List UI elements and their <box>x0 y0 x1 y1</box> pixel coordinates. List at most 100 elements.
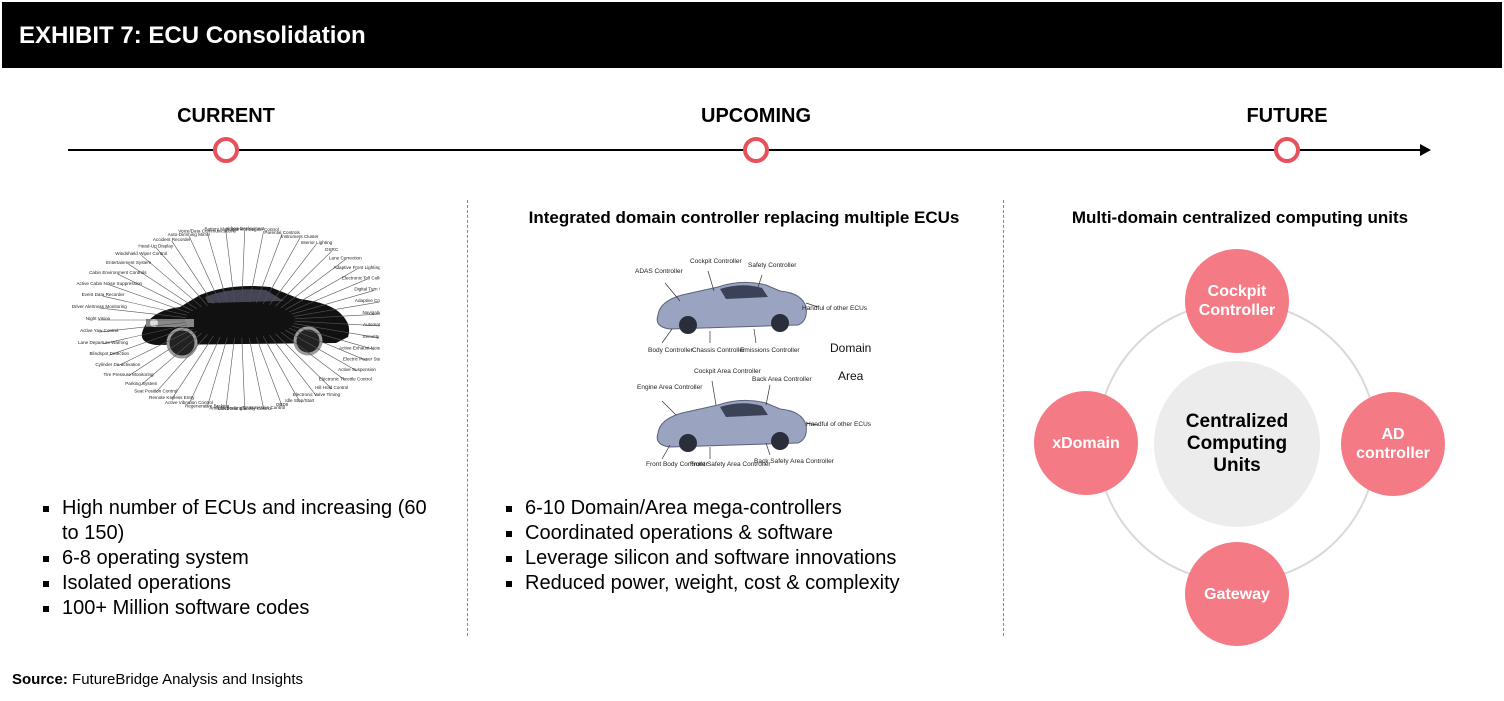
current-bullet: High number of ECUs and increasing (60 t… <box>41 496 441 546</box>
ecu-label: Electronic Stability Control <box>218 406 272 411</box>
ecu-label: Digital Turn Signals <box>354 286 380 291</box>
ecu-leader-line <box>269 334 317 397</box>
area-controller-label: Back Area Controller <box>752 376 812 383</box>
ecu-label: Parking System <box>125 381 157 386</box>
ecu-leader-line <box>269 243 317 306</box>
ecu-leader-line <box>102 324 188 345</box>
current-bullet: 6-8 operating system <box>41 546 441 571</box>
domain-controller-label: Emissions Controller <box>740 347 800 354</box>
domain-controller-label: Cockpit Controller <box>690 258 742 265</box>
ecu-leader-line <box>109 326 190 356</box>
domain-controller-label: Chassis Controller <box>692 347 746 354</box>
ecu-label: Cabin Environment Controls <box>89 270 147 275</box>
area-label: Area <box>838 369 864 383</box>
ecu-label: Adaptive Cruise Control <box>355 298 380 303</box>
timeline-marker-upcoming <box>743 137 769 163</box>
area-controller-label: Engine Area Controller <box>637 384 703 391</box>
ecu-leader-line <box>155 247 208 306</box>
exhibit-title: EXHIBIT 7: ECU Consolidation <box>19 22 366 49</box>
ecu-leader-line <box>291 325 375 350</box>
area-controller-label: Back Safety Area Controller <box>754 458 835 465</box>
ecu-leader-line <box>102 295 188 316</box>
source-text: FutureBridge Analysis and Insights <box>72 671 303 688</box>
node-xdomain: xDomain <box>1034 391 1138 495</box>
area-controller-label: Front Body Controller <box>646 461 709 468</box>
ecu-label: Regenerative Braking <box>185 404 230 409</box>
current-bullet: 100+ Million software codes <box>41 596 441 621</box>
ecu-label: Engine Control <box>248 227 278 232</box>
ecu-label: Voice/Data Communications <box>178 228 236 233</box>
ecu-label: Electronic Valve Timing <box>293 392 341 397</box>
ecu-label: DSRC <box>325 247 339 252</box>
domain-controller-label: Body Controller <box>648 347 694 354</box>
ecu-leader-line <box>256 337 283 407</box>
ecu-leader-line <box>128 263 198 310</box>
current-bullets: High number of ECUs and increasing (60 t… <box>41 496 441 621</box>
timeline <box>68 137 1431 163</box>
ecu-leader-line <box>171 240 214 305</box>
ecu-label: Battery Management <box>204 226 247 231</box>
ecu-leader-line <box>188 336 221 405</box>
ecu-label: Security System <box>363 334 380 339</box>
ecu-leader-line <box>206 337 228 408</box>
ecu-label: OBDII <box>276 402 289 407</box>
timeline-marker-future <box>1274 137 1300 163</box>
domain-controller-label: Handful of other ECUs <box>802 305 868 312</box>
divider-right <box>1003 200 1004 636</box>
domain-car-icon <box>656 281 807 334</box>
ecu-label: Hill Hold Control <box>315 385 348 390</box>
ecu-label: Event Data Recorder <box>82 292 125 297</box>
area-leader-lines <box>661 380 819 460</box>
area-controller-label: Cockpit Area Controller <box>694 368 762 375</box>
ecu-leader-line <box>285 268 358 311</box>
ecu-label: Lane Correction <box>329 256 362 261</box>
ecu-label: Lane Departure Warning <box>78 340 129 345</box>
timeline-marker-current <box>213 137 239 163</box>
node-gateway: Gateway <box>1185 542 1289 646</box>
ecu-label: Active Yaw Control <box>80 328 118 333</box>
upcoming-subtitle: Integrated domain controller replacing m… <box>528 208 960 227</box>
ecu-label: Electronic Toll Collection <box>342 275 380 280</box>
ecu-leader-line <box>241 229 246 303</box>
ecu-label: Antilock Braking <box>209 406 242 411</box>
domain-leader-lines <box>661 270 819 344</box>
ecu-leader-line <box>262 336 301 402</box>
domain-controller-label: Safety Controller <box>748 262 797 269</box>
ecu-label: Active Vibration Control <box>165 400 213 405</box>
ecu-label: Cylinder De-activation <box>95 362 140 367</box>
ecu-leader-line <box>206 232 228 303</box>
ecu-leader-line <box>294 313 380 320</box>
source-note: Source: FutureBridge Analysis and Insigh… <box>12 671 303 688</box>
ecu-leader-line <box>275 250 332 307</box>
node-ad-controller: AD controller <box>1341 392 1445 496</box>
ecu-leader-line <box>117 328 193 367</box>
classic-car-icon <box>141 286 350 359</box>
upcoming-bullet: Reduced power, weight, cost & complexity <box>504 571 944 596</box>
stage-upcoming-label: UPCOMING <box>701 105 811 127</box>
stage-current-label: CURRENT <box>177 105 275 127</box>
ecu-leader-line <box>248 231 264 303</box>
ecu-label: Windshield Wiper Control <box>115 251 167 256</box>
ecu-leader-line <box>262 238 301 304</box>
upcoming-bullet: 6-10 Domain/Area mega-controllers <box>504 496 944 521</box>
ecu-leader-line <box>99 307 186 318</box>
ecu-leader-line <box>188 235 221 304</box>
ecu-leader-line <box>225 337 235 410</box>
ecu-leader-line <box>285 329 358 372</box>
ecu-label: Automatic Braking <box>363 322 380 327</box>
ecu-label: Tire Pressure Monitoring <box>103 372 154 377</box>
ecu-label: Active Suspension <box>338 367 376 372</box>
ecu-label: Electric Power Steering <box>343 357 380 362</box>
upcoming-bullet: Coordinated operations & software <box>504 521 944 546</box>
divider-left <box>467 200 468 636</box>
ecu-label: Electronic Throttle Control <box>319 376 372 381</box>
ecu-leader-line <box>109 284 190 314</box>
ecu-leader-line <box>99 322 186 333</box>
node-cockpit-controller: Cockpit Controller <box>1185 249 1289 353</box>
ecu-leader-line <box>225 230 235 303</box>
ecu-label: Active Exhaust Noise Suppression <box>339 346 380 351</box>
centralized-computing-units: Centralized Computing Units <box>1154 361 1320 527</box>
ecu-leader-line <box>293 323 380 339</box>
ecu-leader-line <box>256 233 283 303</box>
